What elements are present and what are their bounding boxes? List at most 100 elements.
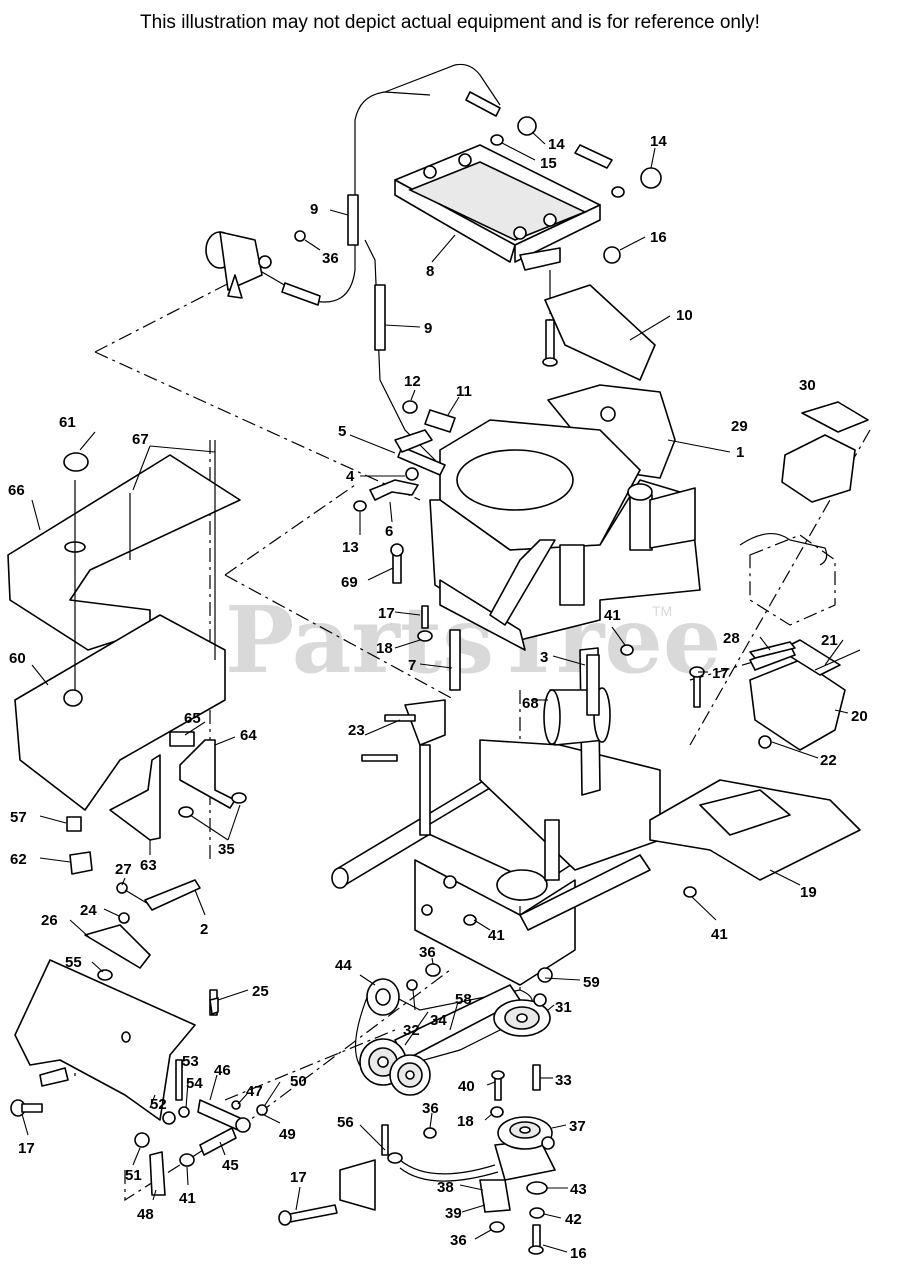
callout-44: 44 (335, 957, 352, 974)
callout-13: 13 (342, 539, 359, 556)
callout-20: 20 (851, 708, 868, 725)
callout-27: 27 (115, 861, 132, 878)
callout-36: 36 (422, 1100, 439, 1117)
callout-17: 17 (712, 665, 729, 682)
callout-7: 7 (408, 657, 416, 674)
callout-12: 12 (404, 373, 421, 390)
callout-5: 5 (338, 423, 346, 440)
callout-39: 39 (445, 1205, 462, 1222)
watermark-trademark: TM (652, 603, 672, 619)
bracket-plate (542, 284, 656, 381)
callout-9: 9 (424, 320, 432, 337)
fuel-pump (205, 230, 321, 306)
callout-36: 36 (450, 1232, 467, 1249)
callout-17: 17 (290, 1169, 307, 1186)
callout-38: 38 (437, 1179, 454, 1196)
fuel-valve-assembly (66, 816, 201, 911)
callout-29: 29 (731, 418, 748, 435)
tank-brackets (109, 731, 247, 841)
fuel-line (249, 63, 501, 471)
frame (331, 629, 661, 986)
callout-10: 10 (676, 307, 693, 324)
callout-18: 18 (457, 1113, 474, 1130)
callout-65: 65 (184, 710, 201, 727)
callout-36: 36 (322, 250, 339, 267)
callout-16: 16 (570, 1245, 587, 1262)
callout-4: 4 (346, 468, 355, 485)
callout-43: 43 (570, 1181, 587, 1198)
callout-63: 63 (140, 857, 157, 874)
callout-41: 41 (711, 926, 728, 943)
callout-69: 69 (341, 574, 358, 591)
callout-52: 52 (150, 1096, 167, 1113)
callout-48: 48 (137, 1206, 154, 1223)
muffler (543, 687, 611, 746)
engine-fittings (353, 400, 456, 584)
callout-42: 42 (565, 1211, 582, 1228)
callout-34: 34 (430, 1012, 447, 1029)
callout-28: 28 (723, 630, 740, 647)
callout-2: 2 (200, 921, 208, 938)
callout-51: 51 (125, 1167, 142, 1184)
callout-41: 41 (488, 927, 505, 944)
linkage-assembly (134, 1059, 268, 1196)
callout-14: 14 (548, 136, 565, 153)
callout-11: 11 (456, 383, 472, 400)
callout-32: 32 (403, 1022, 420, 1039)
callout-40: 40 (458, 1078, 475, 1095)
callouts: 14 14 15 16 9 36 8 9 10 30 11 12 29 5 1 … (8, 133, 868, 1262)
small-hardware (361, 605, 796, 926)
callout-14: 14 (650, 133, 667, 150)
callout-49: 49 (279, 1126, 296, 1143)
callout-66: 66 (8, 482, 25, 499)
callout-53: 53 (182, 1053, 199, 1070)
engine (429, 384, 701, 651)
callout-47: 47 (246, 1083, 263, 1100)
callout-22: 22 (820, 752, 837, 769)
callout-37: 37 (569, 1118, 586, 1135)
watermark: PartsTree TM (225, 586, 721, 694)
callout-1: 1 (736, 444, 744, 461)
fuel-fittings (465, 91, 662, 198)
callout-6: 6 (385, 523, 393, 540)
callout-26: 26 (41, 912, 58, 929)
callout-16: 16 (650, 229, 667, 246)
callout-59: 59 (583, 974, 600, 991)
fuel-filter-tube-upper (347, 194, 359, 246)
callout-36: 36 (419, 944, 436, 961)
battery-tray (749, 639, 861, 751)
idler-assembly (209, 963, 556, 1255)
callout-31: 31 (555, 999, 572, 1016)
belt-drive (354, 978, 551, 1096)
control-block (394, 144, 621, 310)
seat-bracket (84, 912, 151, 969)
callout-21: 21 (821, 632, 838, 649)
callout-33: 33 (555, 1072, 572, 1089)
callout-68: 68 (522, 695, 539, 712)
battery (739, 533, 836, 626)
callout-54: 54 (186, 1075, 203, 1092)
callout-15: 15 (540, 155, 557, 172)
fuel-filter-tube-lower (374, 284, 386, 351)
callout-25: 25 (252, 983, 269, 1000)
fuel-tank (7, 440, 241, 811)
callout-61: 61 (59, 414, 76, 431)
callout-60: 60 (9, 650, 26, 667)
callout-62: 62 (10, 851, 27, 868)
callout-41: 41 (604, 607, 621, 624)
fuel-cap (63, 452, 89, 472)
callout-17: 17 (18, 1140, 35, 1157)
side-panel (10, 959, 218, 1121)
callout-35: 35 (218, 841, 235, 858)
decals (781, 401, 869, 503)
callout-55: 55 (65, 954, 82, 971)
callout-56: 56 (337, 1114, 354, 1131)
leader-lines (21, 131, 849, 1253)
callout-24: 24 (80, 902, 97, 919)
callout-46: 46 (214, 1062, 231, 1079)
disclaimer-text: This illustration may not depict actual … (140, 12, 760, 33)
callout-23: 23 (348, 722, 365, 739)
callout-50: 50 (290, 1073, 307, 1090)
callout-67: 67 (132, 431, 149, 448)
